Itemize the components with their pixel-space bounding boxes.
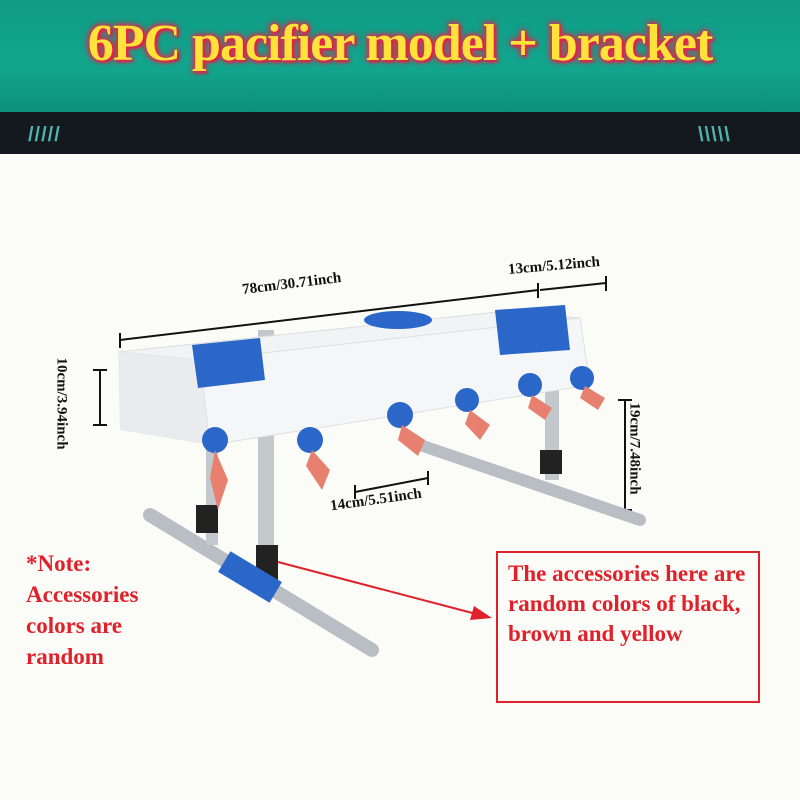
page-title: 6PC pacifier model + bracket (87, 15, 714, 72)
note-line: colors are (26, 613, 123, 638)
callout-arrow (277, 561, 492, 620)
header-decor-band (0, 112, 800, 154)
water-tank (117, 305, 591, 446)
header-banner: 6PC pacifier model + bracket (0, 0, 800, 112)
note-line: *Note: (26, 551, 92, 576)
decor-marks-right: \\\\\ (698, 124, 731, 146)
callout-box: The accessories here are random colors o… (496, 551, 760, 703)
decor-marks-left: ///// (28, 124, 61, 146)
dimension-total-height: 19cm/7.48inch (626, 402, 643, 495)
pacifier-nipples (202, 366, 605, 510)
note-line: Accessories (26, 582, 139, 607)
dimension-tank-height: 10cm/3.94inch (53, 357, 70, 450)
note-text: *Note: Accessories colors are random (26, 548, 138, 672)
note-line: random (26, 644, 104, 669)
